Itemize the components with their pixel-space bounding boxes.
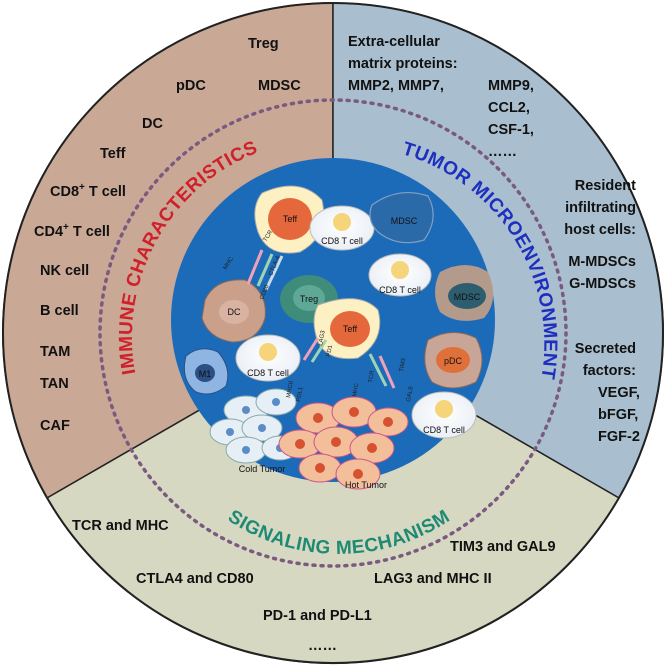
signal-item-tcr-mhc: TCR and MHC bbox=[72, 518, 169, 534]
immune-item-pdc: pDC bbox=[176, 78, 206, 94]
tumor-ecm-line-6: CSF-1, bbox=[488, 122, 534, 138]
svg-text:pDC: pDC bbox=[444, 356, 463, 366]
signal-item-ellipsis: …… bbox=[308, 638, 337, 654]
svg-text:Teff: Teff bbox=[343, 324, 358, 334]
tumor-ecm-line-1: Extra-cellular bbox=[348, 34, 440, 50]
tumor-list: Extra-cellular matrix proteins: MMP2, MM… bbox=[348, 34, 640, 445]
tumor-ecm-line-2: matrix proteins: bbox=[348, 56, 458, 72]
mhcii-label: MHCII bbox=[286, 380, 295, 398]
cold-tumor-cluster: Cold Tumor bbox=[209, 388, 299, 474]
pd1-label: PD1 bbox=[326, 344, 334, 357]
tumor-ecm-line-4: MMP9, bbox=[488, 78, 534, 94]
signal-item-tim3-gal9: TIM3 and GAL9 bbox=[450, 539, 556, 555]
immune-item-bcell: B cell bbox=[40, 303, 79, 319]
svg-text:MDSC: MDSC bbox=[454, 292, 481, 302]
immune-item-cd4: CD4+ T cell bbox=[34, 222, 110, 240]
svg-text:DC: DC bbox=[228, 307, 241, 317]
tumor-ecm-line-7: …… bbox=[488, 144, 517, 160]
svg-text:Teff: Teff bbox=[283, 214, 298, 224]
immune-item-cd8: CD8+ T cell bbox=[50, 182, 126, 200]
dotted-ring bbox=[98, 98, 568, 568]
tumor-resident-line-2: infiltrating bbox=[565, 200, 636, 216]
tumor-secreted-line-3: VEGF, bbox=[598, 385, 640, 401]
pdl1-label: PDL1 bbox=[296, 386, 305, 402]
svg-text:MDSC: MDSC bbox=[391, 216, 418, 226]
cd8-cell-1: CD8 T cell bbox=[309, 205, 375, 251]
molecular-interactions: MHC TCR CD80 CTLA-4 LAG3 PD1 MHCII PDL1 … bbox=[223, 229, 415, 402]
tumor-resident-line-5: G-MDSCs bbox=[569, 276, 636, 292]
mdsc-cell: MDSC bbox=[435, 265, 494, 321]
tumor-secreted-line-5: FGF-2 bbox=[598, 429, 640, 445]
svg-text:CD8 T cell: CD8 T cell bbox=[423, 425, 465, 435]
immune-item-treg: Treg bbox=[248, 36, 279, 52]
svg-text:Hot Tumor: Hot Tumor bbox=[345, 480, 387, 490]
pdc-cell: pDC bbox=[424, 332, 483, 389]
tumor-resident-line-3: host cells: bbox=[564, 222, 636, 238]
svg-text:M1: M1 bbox=[199, 369, 212, 379]
signal-item-lag3-mhcii: LAG3 and MHC II bbox=[374, 571, 492, 587]
immune-item-nk: NK cell bbox=[40, 263, 89, 279]
tumor-ecm-line-5: CCL2, bbox=[488, 100, 530, 116]
teff-top-cell: Teff bbox=[254, 185, 325, 254]
signal-item-ctla4-cd80: CTLA4 and CD80 bbox=[136, 571, 254, 587]
svg-text:CD8 T cell: CD8 T cell bbox=[247, 368, 289, 378]
tumor-ecm-line-3: MMP2, MMP7, bbox=[348, 78, 444, 94]
svg-text:CD8 T cell: CD8 T cell bbox=[321, 236, 363, 246]
tumor-resident-line-4: M-MDSCs bbox=[568, 254, 636, 270]
immune-item-teff: Teff bbox=[100, 146, 126, 162]
tcr-label: TCR bbox=[263, 229, 275, 243]
cd8-cell-3: CD8 T cell bbox=[235, 334, 301, 382]
signaling-list: TCR and MHC TIM3 and GAL9 CTLA4 and CD80… bbox=[72, 518, 556, 654]
mdsc-ghost-cell: MDSC bbox=[369, 191, 434, 244]
center-cells: Teff CD8 T cell MDSC DC Treg CD8 bbox=[183, 185, 494, 490]
immune-item-mdsc: MDSC bbox=[258, 78, 301, 94]
gal9-label: GAL9 bbox=[406, 386, 415, 403]
tumor-secreted-line-2: factors: bbox=[583, 363, 636, 379]
immune-item-dc: DC bbox=[142, 116, 163, 132]
tcr2-label: TCR bbox=[368, 370, 376, 384]
teff-mid-cell: Teff bbox=[313, 298, 381, 360]
cd8-cell-2: CD8 T cell bbox=[368, 253, 432, 297]
dc-cell: DC bbox=[201, 279, 266, 343]
cd8-cell-4: CD8 T cell bbox=[411, 391, 477, 439]
immune-list: Treg pDC MDSC DC Teff CD8+ T cell CD4+ T… bbox=[34, 36, 301, 434]
immune-item-caf: CAF bbox=[40, 418, 70, 434]
lag3-label: LAG3 bbox=[318, 330, 327, 347]
svg-text:Treg: Treg bbox=[300, 294, 318, 304]
tumor-resident-line-1: Resident bbox=[575, 178, 636, 194]
tumor-secreted-line-4: bFGF, bbox=[598, 407, 638, 423]
mhc2-label: MHC bbox=[352, 382, 360, 397]
immune-item-tan: TAN bbox=[40, 376, 69, 392]
cd80-label: CD80 bbox=[259, 284, 271, 301]
tim3-label: TIM3 bbox=[399, 357, 407, 372]
svg-text:Cold Tumor: Cold Tumor bbox=[239, 464, 286, 474]
hot-tumor-cluster: Hot Tumor bbox=[278, 396, 409, 490]
m1-cell: M1 bbox=[183, 348, 229, 395]
signal-item-pd1-pdl1: PD-1 and PD-L1 bbox=[263, 608, 372, 624]
immune-item-tam: TAM bbox=[40, 344, 70, 360]
tumor-secreted-line-1: Secreted bbox=[575, 341, 636, 357]
svg-text:CD8 T cell: CD8 T cell bbox=[379, 285, 421, 295]
